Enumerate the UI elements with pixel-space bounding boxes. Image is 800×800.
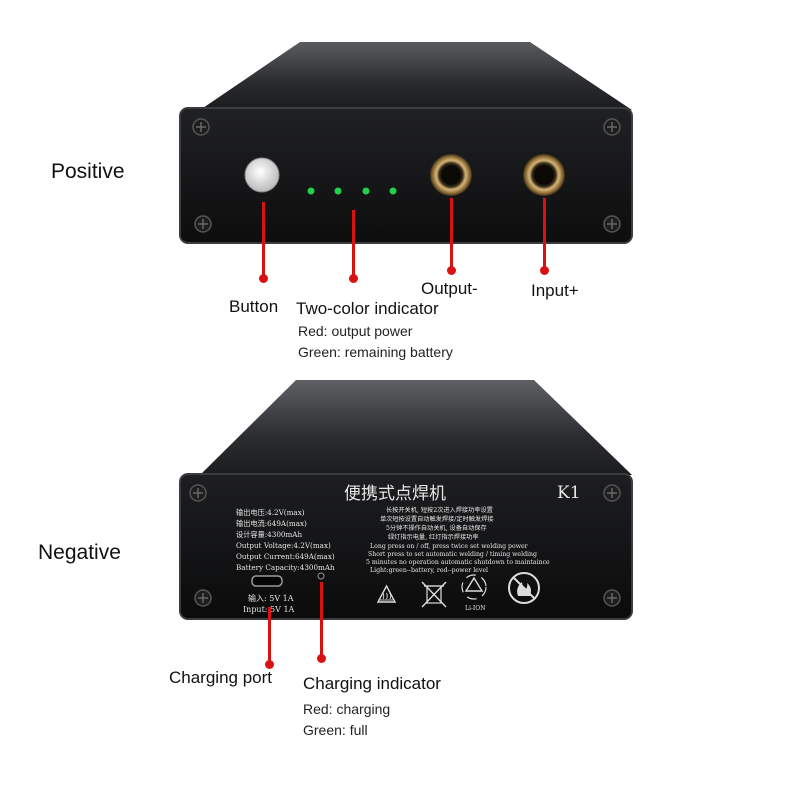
spec-en-1: Output Voltage:4.2V(max) xyxy=(236,541,331,550)
input-callout: Input+ xyxy=(531,281,579,300)
charging-green-note: Green: full xyxy=(303,722,368,738)
positive-side-label: Positive xyxy=(51,160,125,183)
output-leader-line xyxy=(450,198,453,270)
instr-en-3: 5 minutes no operation automatic shutdow… xyxy=(366,559,550,566)
instr-cn-1: 长按开关机, 短按2次进入焊接功率设置 xyxy=(386,506,493,514)
charging-red-note: Red: charging xyxy=(303,701,391,717)
top-surface-2 xyxy=(200,380,632,475)
spec-cn-3: 设计容量:4300mAh xyxy=(236,530,302,539)
charging-indicator-leader-line xyxy=(320,582,323,658)
indicator-leader-dot xyxy=(349,274,358,283)
spec-cn-1: 输出电压:4.2V(max) xyxy=(236,508,305,517)
power-button xyxy=(244,157,280,193)
charging-indicator-callout: Charging indicator xyxy=(303,674,441,693)
screw-bottom-right xyxy=(603,215,621,233)
charging-port-leader-dot xyxy=(265,660,274,669)
spec-cn-2: 输出电流:649A(max) xyxy=(236,519,307,528)
instr-en-1: Long press on / off, press twice set wel… xyxy=(370,543,528,550)
input-cn-label: 输入: 5V 1A xyxy=(248,593,294,603)
output-callout: Output- xyxy=(421,279,478,298)
screw-bottom-left xyxy=(194,215,212,233)
screw-top-right-2 xyxy=(603,484,621,502)
screw-top-left-2 xyxy=(189,484,207,502)
charging-indicator-leader-dot xyxy=(317,654,326,663)
instr-cn-3: 5分钟不操作自动关机, 设备自动保存 xyxy=(386,524,487,532)
instr-cn-2: 单次短按设置自动触发焊接/定时触发焊接 xyxy=(380,515,493,523)
instr-en-2: Short press to set automatic welding / t… xyxy=(368,551,537,558)
usb-charging-port xyxy=(251,575,283,587)
input-leader-dot xyxy=(540,266,549,275)
instr-en-4: Light:green--battery, red--power level xyxy=(370,567,488,574)
screw-top-right xyxy=(603,118,621,136)
recycle-icon xyxy=(461,574,487,600)
button-leader-line xyxy=(262,202,265,278)
no-trash-bin-icon xyxy=(421,581,447,608)
top-surface xyxy=(200,42,632,110)
negative-face-device: 便携式点焊机 K1 输出电压:4.2V(max) 输出电流:649A(max) … xyxy=(179,380,633,620)
button-callout: Button xyxy=(229,297,279,316)
spec-en-3: Battery Capacity:4300mAh xyxy=(236,563,335,572)
charging-port-callout: Charging port xyxy=(169,668,273,687)
panel-model: K1 xyxy=(557,483,581,503)
button-leader-dot xyxy=(259,274,268,283)
no-fire-icon xyxy=(508,572,540,604)
screw-bottom-right-2 xyxy=(603,589,621,607)
indicator-led-4 xyxy=(389,187,397,195)
positive-face-device xyxy=(179,42,633,244)
indicator-leader-line xyxy=(352,210,355,278)
indicator-led-1 xyxy=(307,187,315,195)
screw-top-left xyxy=(192,118,210,136)
indicator-led-2 xyxy=(334,187,342,195)
indicator-led-3 xyxy=(362,187,370,195)
screw-bottom-left-2 xyxy=(194,589,212,607)
input-leader-line xyxy=(543,198,546,270)
hot-surface-warning-icon xyxy=(376,584,397,603)
front-panel xyxy=(179,107,633,244)
charging-led xyxy=(317,572,325,580)
output-leader-dot xyxy=(447,266,456,275)
indicator-green-note: Green: remaining battery xyxy=(298,344,453,360)
recycle-code: Li-ION xyxy=(465,605,485,612)
spec-en-2: Output Current:649A(max) xyxy=(236,552,335,561)
charging-port-leader-line xyxy=(268,607,271,664)
instr-cn-4: 绿灯指示电量, 红灯指示焊接功率 xyxy=(388,533,479,541)
panel-title-cn: 便携式点焊机 xyxy=(344,484,446,504)
indicator-callout: Two-color indicator xyxy=(296,299,439,318)
indicator-red-note: Red: output power xyxy=(298,323,413,339)
negative-side-label: Negative xyxy=(38,541,121,564)
